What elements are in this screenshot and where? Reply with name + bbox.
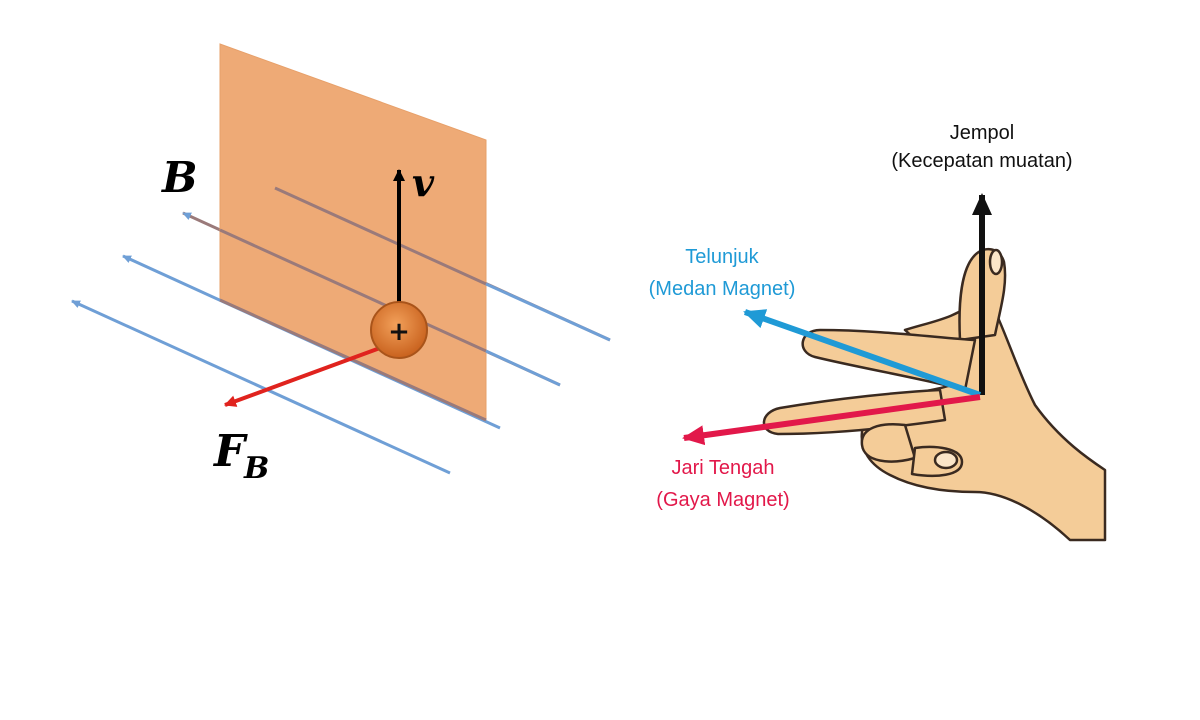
plane (219, 43, 487, 421)
field-line-2-right (485, 349, 561, 387)
index-label-name: Telunjuk (685, 246, 759, 268)
force-arrow (224, 343, 389, 407)
middle-label-name: Jari Tengah (671, 457, 774, 479)
velocity-label: v (412, 160, 435, 205)
thumb-label-desc: (Kecepatan muatan) (891, 150, 1072, 172)
field-line-4 (71, 299, 451, 475)
field-line-1-front (274, 186, 487, 286)
force-label: F B (212, 426, 269, 486)
pinky-nail (933, 450, 959, 470)
force-label-main: F (212, 426, 248, 477)
charge-sign: + (388, 317, 410, 347)
hand-illustration (762, 247, 1107, 542)
middle-label-desc: (Gaya Magnet) (656, 489, 789, 511)
field-label: B (161, 153, 198, 202)
hand-ring-finger (860, 423, 917, 463)
hand-rule-diagram: Jempol (Kecepatan muatan) Telunjuk (Meda… (649, 122, 1107, 542)
force-label-subscript: B (243, 451, 269, 486)
thumb-nail (988, 248, 1004, 276)
thumb-label-name: Jempol (950, 122, 1014, 144)
lorentz-force-diagram: + B v F B (71, 43, 611, 486)
index-label-desc: (Medan Magnet) (649, 278, 796, 300)
positive-charge (370, 301, 428, 359)
field-line-2-front (219, 228, 487, 353)
field-line-1-right (485, 282, 611, 342)
middle-arrow (682, 394, 981, 446)
index-arrow (743, 309, 981, 398)
